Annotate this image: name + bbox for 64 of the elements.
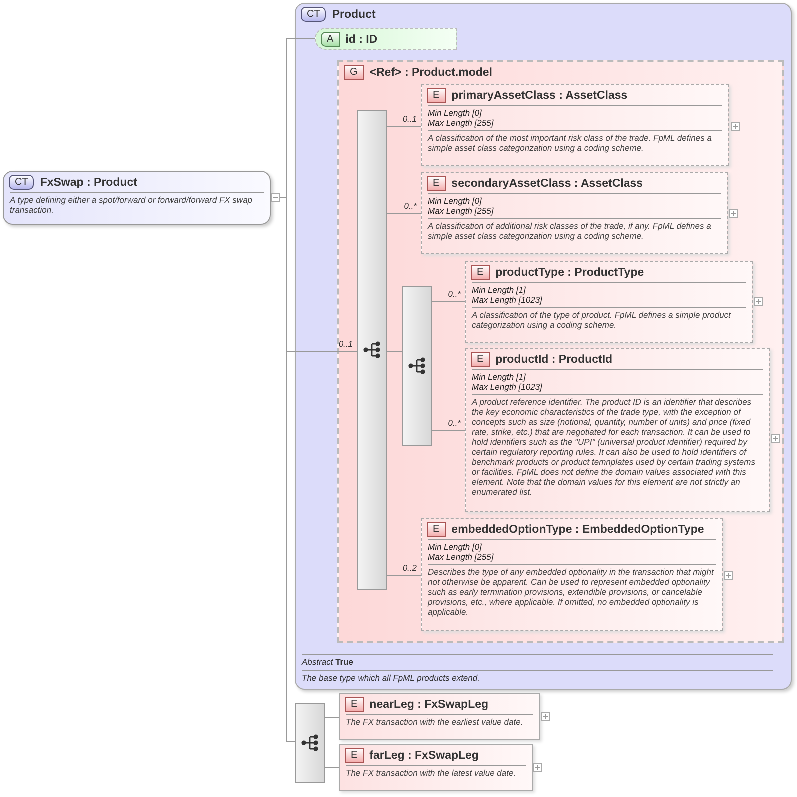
node-title: productId : ProductId	[496, 354, 613, 366]
element-box	[421, 518, 723, 631]
node-title: productType : ProductType	[496, 266, 644, 278]
element-box	[465, 261, 753, 343]
type-card	[3, 171, 271, 225]
compositor-bar	[402, 286, 432, 446]
compositor-bar	[357, 110, 387, 590]
type-badge: CT	[301, 7, 326, 22]
connector-line	[386, 126, 422, 128]
element-box	[465, 348, 770, 512]
edge-label: 0..1	[402, 114, 417, 124]
description-text: A classification of additional risk classes of the trade, if any. FpML defines a simple asset class categorization using a coding scheme.	[428, 218, 721, 243]
type-badge: G	[344, 65, 364, 80]
type-panel	[295, 3, 792, 690]
edge-label: 0..*	[448, 418, 461, 428]
description-text: Describes the type of any embedded optionality in the transaction that might not otherwise be apparent. Can be used to represent embedded optionality such as early termination provisions, extendible provisions, or cancelable provisions, etc., where applicable. If omitted, no embedded optionality is applicable.	[428, 564, 716, 619]
compositor-bar	[295, 703, 325, 783]
node-title: primaryAssetClass : AssetClass	[452, 90, 628, 102]
node-title: <Ref> : Product.model	[370, 66, 492, 78]
facet-text: Max Length [1023]	[472, 295, 544, 305]
edge-label: 0..1	[338, 339, 353, 349]
node-title: embeddedOptionType : EmbeddedOptionType	[452, 524, 704, 536]
element-box	[339, 693, 540, 740]
node-title: FxSwap : Product	[40, 176, 138, 188]
element-box	[421, 172, 728, 254]
type-badge: E	[427, 176, 446, 191]
description-text: A product reference identifier. The product ID is an identifier that describes the key economic characteristics of the trade type, with the exception of concepts such as size (notional, quantity, number of units) and price (fixed rate, strike, etc.) that are negotiated for each transaction. It can be used to hold identifiers such as the "UPI" (universal product identifier) required by certain regulatory reporting rules. It can also be used to hold identifiers of benchmark products or product temnplates used by certain trading systems or facilities. FpML does not define the domain values associated with this element. Note that the domain values for this element are not strictly an enumerated list.	[472, 394, 763, 499]
type-badge: CT	[9, 175, 34, 190]
facet-text: Min Length [0]	[428, 542, 483, 552]
facet-text: Min Length [0]	[428, 108, 483, 118]
type-badge: E	[345, 748, 364, 763]
connector-line	[432, 430, 466, 432]
facet-text: Min Length [0]	[428, 196, 483, 206]
description-text: A type defining either a spot/forward or forward/forward FX swap transaction.	[10, 192, 264, 217]
node-title: Product	[332, 8, 376, 20]
description-text: The base type which all FpML products extend.	[302, 670, 773, 685]
description-text: The FX transaction with the latest value date.	[346, 765, 526, 780]
edge-label: 0..*	[448, 289, 461, 299]
facet-text: Max Length [255]	[428, 206, 495, 216]
node-title: id : ID	[346, 34, 378, 46]
type-badge: A	[321, 32, 340, 47]
facet-text: Max Length [1023]	[472, 382, 544, 392]
group-panel	[337, 60, 784, 643]
attribute-box	[315, 28, 457, 50]
facet-text: Min Length [1]	[472, 372, 527, 382]
type-badge: E	[427, 88, 446, 103]
element-box	[339, 744, 533, 791]
node-title: farLeg : FxSwapLeg	[370, 750, 479, 762]
description-text: A classification of the type of product. FpML defines a simple product categorization using a coding scheme.	[472, 307, 746, 332]
type-badge: E	[471, 265, 490, 280]
type-badge: E	[427, 522, 446, 537]
abstract-flag: Abstract True	[302, 654, 773, 669]
edge-label: 0..*	[404, 201, 417, 211]
node-title: secondaryAssetClass : AssetClass	[452, 178, 644, 190]
facet-text: Max Length [255]	[428, 118, 495, 128]
type-badge: E	[345, 697, 364, 712]
description-text: A classification of the most important risk class of the trade. FpML defines a simple asset class categorization using a coding scheme.	[428, 130, 722, 155]
type-badge: E	[471, 352, 490, 367]
facet-text: Min Length [1]	[472, 285, 527, 295]
node-title: nearLeg : FxSwapLeg	[370, 698, 489, 710]
element-box	[421, 84, 729, 166]
facet-text: Max Length [255]	[428, 552, 495, 562]
edge-label: 0..2	[402, 563, 417, 573]
description-text: The FX transaction with the earliest value date.	[346, 714, 533, 729]
